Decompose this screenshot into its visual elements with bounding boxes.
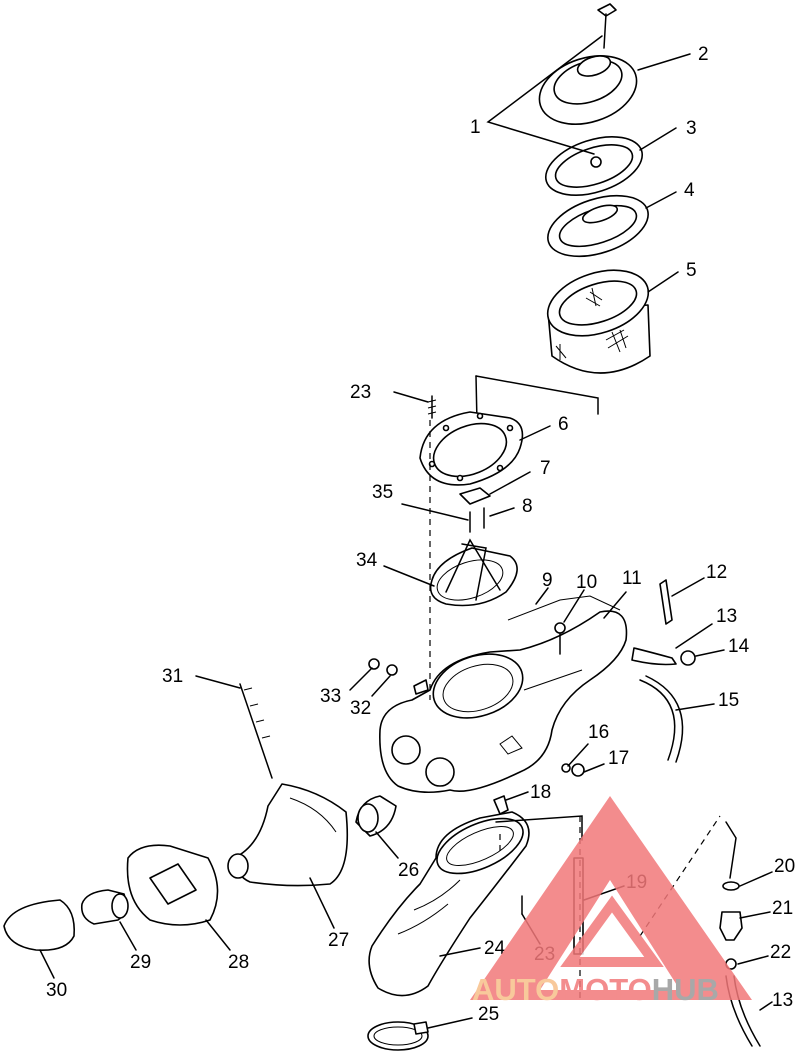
- side-fasteners: [368, 658, 429, 695]
- callout-21: 21: [772, 898, 793, 919]
- watermark-logo: AUTOMOTOHUB: [470, 796, 752, 1007]
- watermark-inner-triangle-icon: [560, 895, 664, 967]
- callout-34: 34: [356, 550, 378, 571]
- callout-1: 1: [470, 117, 481, 138]
- grommets: [561, 763, 585, 777]
- breather-hose: [631, 647, 696, 666]
- filter-support-frame: [429, 538, 518, 607]
- callout-2: 2: [698, 44, 709, 65]
- air-filter-element: [546, 269, 651, 374]
- callout-29: 29: [130, 952, 151, 973]
- callout-13-lower: 13: [772, 990, 793, 1011]
- callout-24: 24: [484, 938, 506, 959]
- callout-28: 28: [228, 952, 249, 973]
- long-rod-31: [239, 683, 273, 779]
- drain-plug-bolt: [659, 579, 673, 625]
- callout-23-upper: 23: [350, 382, 371, 403]
- callout-leader-1: [486, 35, 603, 155]
- callout-13: 13: [716, 606, 737, 627]
- callout-9: 9: [542, 570, 553, 591]
- callout-3: 3: [686, 118, 697, 139]
- callout-6: 6: [558, 414, 569, 435]
- callout-32: 32: [350, 698, 371, 719]
- callout-17: 17: [608, 748, 629, 769]
- callout-4: 4: [684, 180, 695, 201]
- pre-filter-plate: [547, 194, 649, 258]
- fuel-filter-parts: [719, 881, 761, 1047]
- coupler-26: [355, 795, 397, 837]
- callout-22: 22: [770, 942, 791, 963]
- callout-labels: 1 2 3 4 5 6 7 8 9 10 11 12 13 14 15 16 1…: [46, 44, 795, 1025]
- tube-29: [80, 889, 129, 925]
- wing-bolt: [597, 3, 617, 49]
- filter-cover: [538, 55, 638, 125]
- callout-11: 11: [622, 568, 642, 589]
- drain-tube: [639, 675, 684, 763]
- bracket-lower: [495, 815, 583, 841]
- watermark-text: AUTOMOTOHUB: [472, 972, 719, 1007]
- callout-7: 7: [540, 458, 551, 479]
- intake-boot-27: [227, 783, 349, 887]
- inlet-cap-30: [3, 899, 76, 952]
- callout-31: 31: [162, 666, 183, 687]
- callout-8: 8: [522, 496, 533, 517]
- callout-25: 25: [478, 1004, 499, 1025]
- callout-16: 16: [588, 722, 609, 743]
- bracket-filter-group: [475, 375, 599, 415]
- lower-air-duct-24: [368, 811, 530, 997]
- spacer-plate: [459, 487, 491, 505]
- callout-10: 10: [576, 572, 597, 593]
- screw-23-upper: [427, 395, 437, 419]
- callout-15: 15: [718, 690, 739, 711]
- callout-26: 26: [398, 860, 419, 881]
- vent-fitting: [554, 622, 566, 655]
- callout-33: 33: [320, 686, 341, 707]
- callout-5: 5: [686, 260, 697, 281]
- assembly-guide-lines: [429, 420, 721, 1000]
- intake-silencer-28: [126, 844, 219, 926]
- callout-20: 20: [774, 856, 795, 877]
- airbox-housing: [379, 595, 628, 794]
- callout-14: 14: [728, 636, 750, 657]
- watermark-triangle-icon: [470, 796, 752, 1000]
- clamp-25: [367, 1021, 429, 1051]
- callout-30: 30: [46, 980, 67, 1001]
- leader-lines: [39, 53, 773, 1029]
- callout-27: 27: [328, 930, 349, 951]
- cover-gasket: [544, 136, 644, 196]
- mounting-flange: [419, 411, 524, 486]
- studs: [469, 507, 485, 533]
- callout-18: 18: [530, 782, 551, 803]
- callout-12: 12: [706, 562, 727, 583]
- callout-35: 35: [372, 482, 393, 503]
